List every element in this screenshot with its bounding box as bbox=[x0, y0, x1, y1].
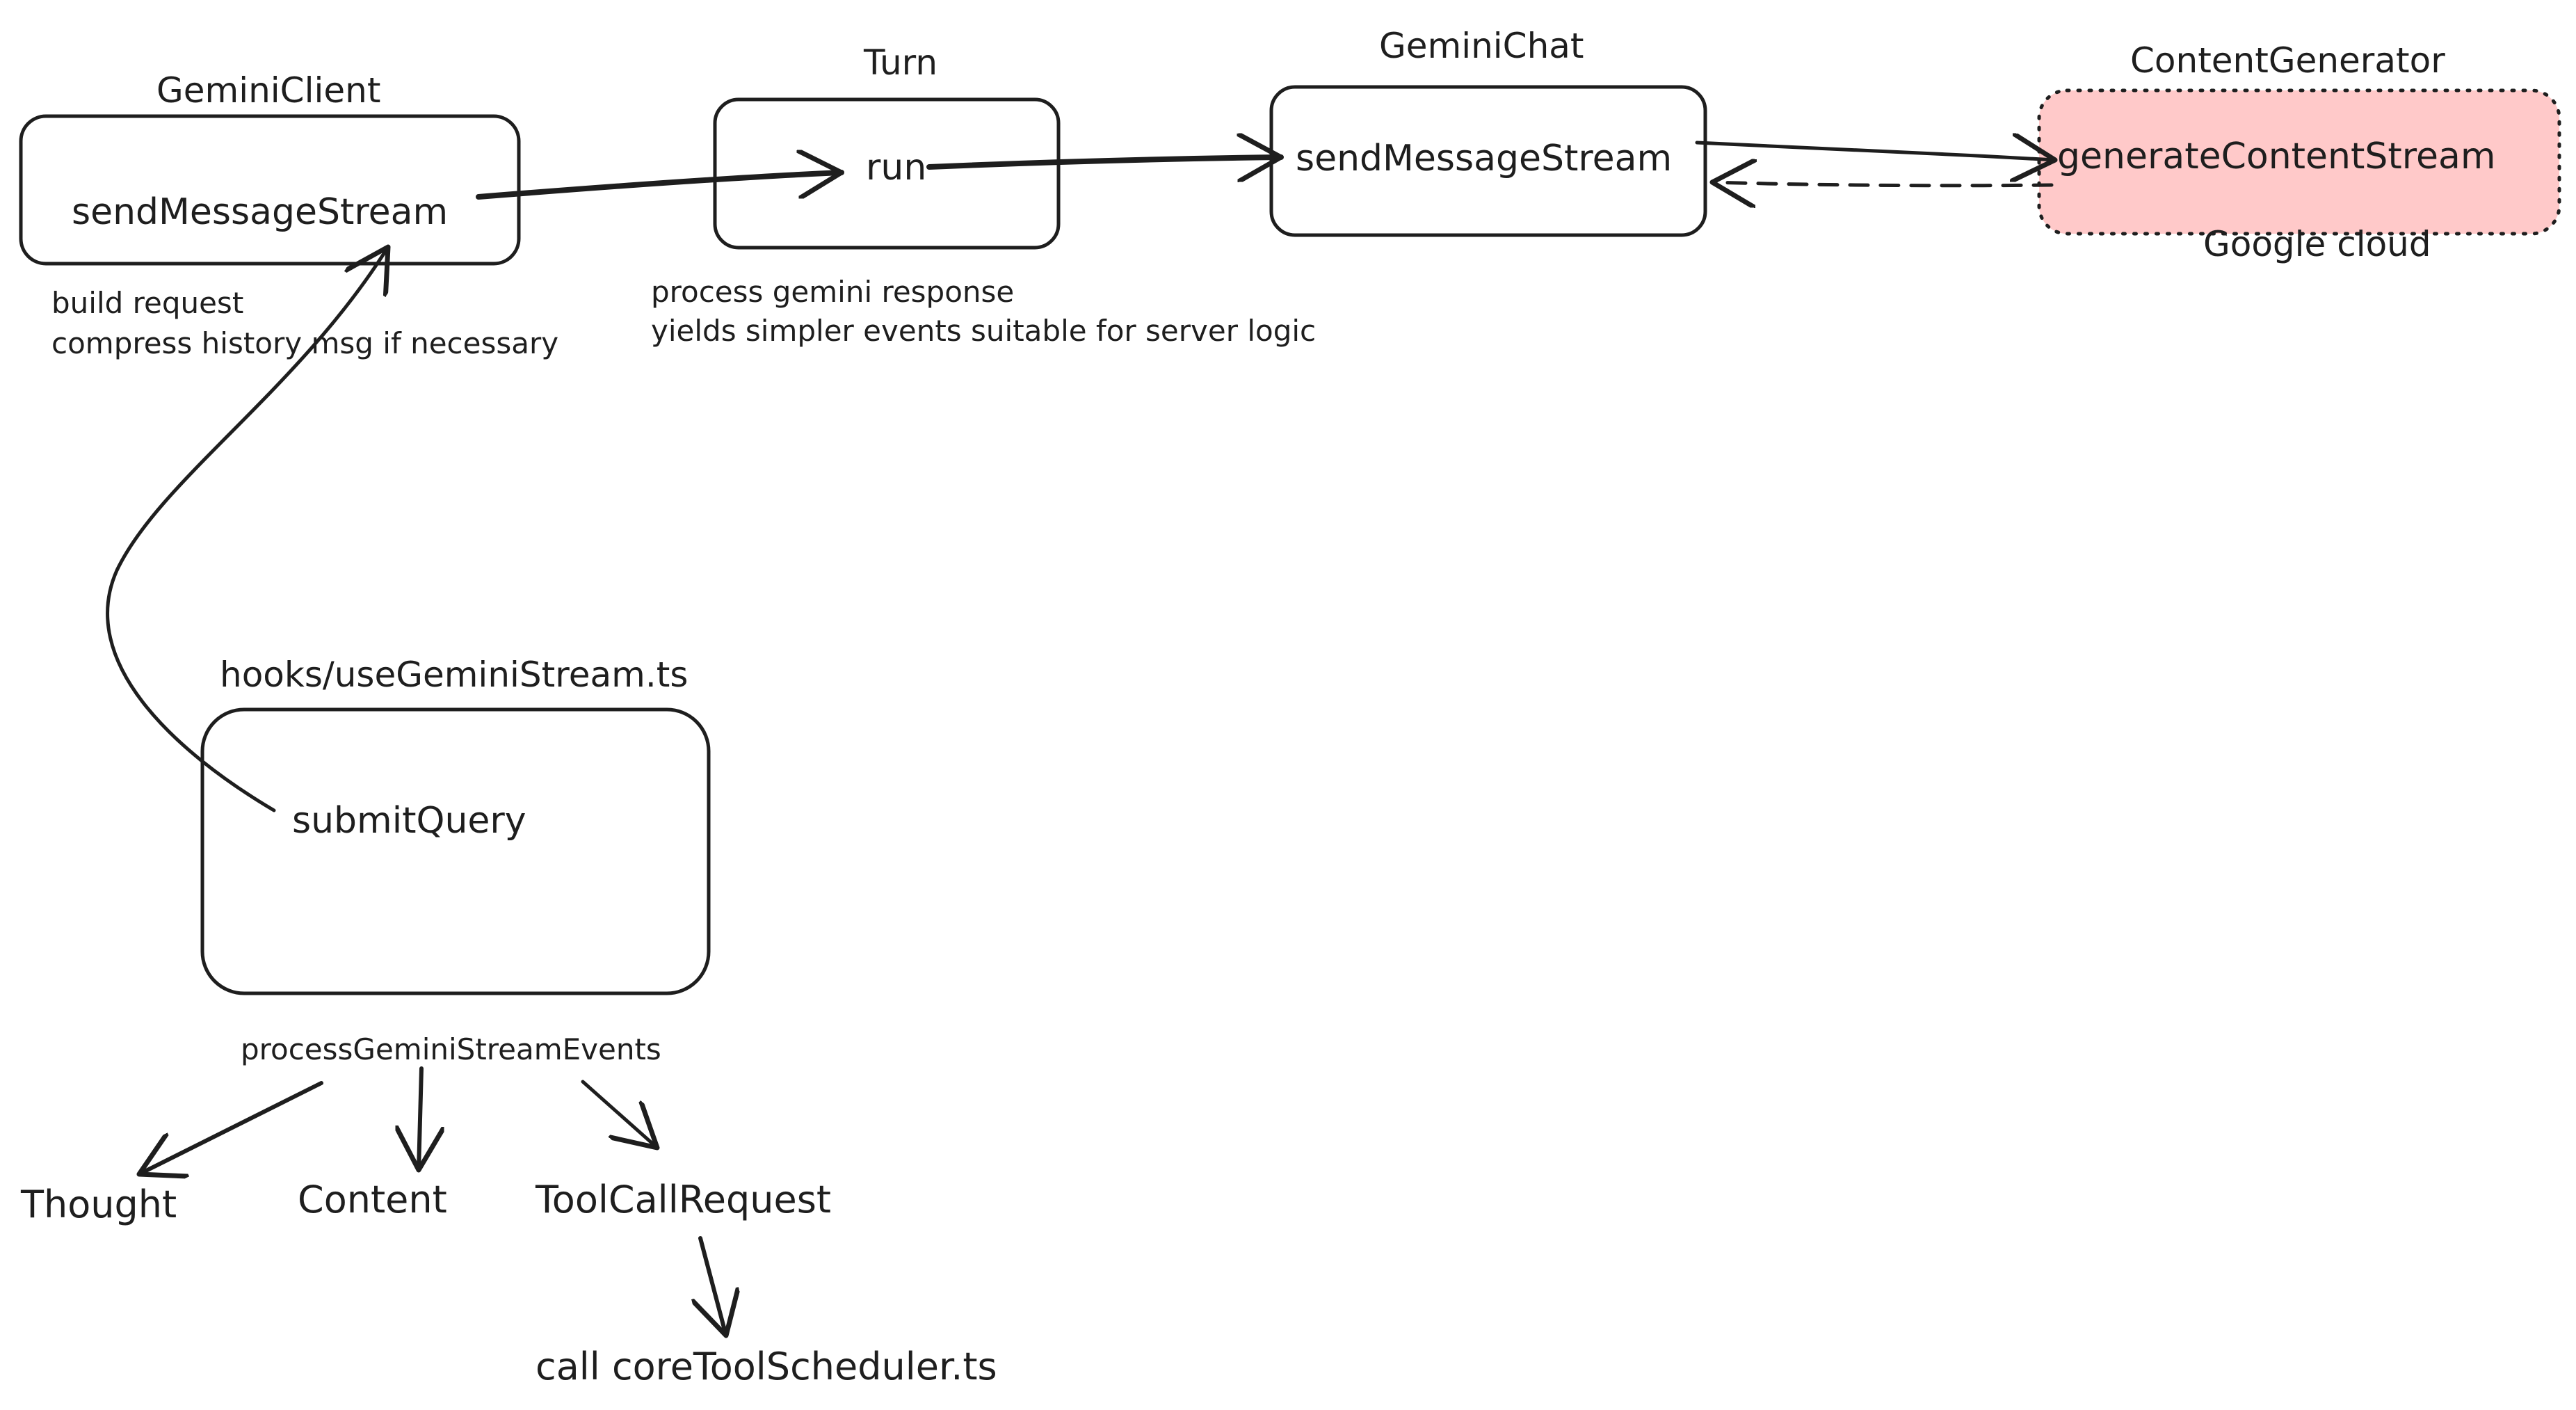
gemini-chat-node: GeminiChat sendMessageStream bbox=[1269, 26, 1707, 237]
event-thought: Thought bbox=[20, 1183, 177, 1226]
gemini-client-title: GeminiClient bbox=[156, 70, 380, 111]
hooks-box bbox=[200, 707, 711, 995]
arrow-client-to-turn bbox=[476, 173, 844, 200]
arrow-to-tool-call bbox=[581, 1080, 657, 1148]
arrow-chat-to-generator bbox=[1695, 143, 2055, 160]
turn-box bbox=[713, 97, 1061, 250]
turn-method[interactable]: run bbox=[866, 147, 926, 189]
turn-note-yields: yields simpler events suitable for serve… bbox=[651, 314, 1316, 348]
content-generator-node: ContentGenerator generateContentStream G… bbox=[2037, 40, 2561, 264]
tool-call-action: call coreToolScheduler.ts bbox=[536, 1345, 997, 1388]
arrow-to-thought bbox=[139, 1081, 323, 1174]
gemini-client-note-build: build request bbox=[51, 286, 243, 320]
arrow-generator-to-chat-dashed bbox=[1712, 182, 2054, 186]
google-cloud-caption: Google cloud bbox=[2203, 224, 2431, 264]
event-tool-call-request: ToolCallRequest bbox=[535, 1178, 831, 1221]
turn-node: Turn run process gemini response yields … bbox=[651, 42, 1316, 348]
process-events-label: processGeminiStreamEvents bbox=[241, 1032, 661, 1066]
gemini-client-method[interactable]: sendMessageStream bbox=[72, 191, 448, 233]
arrow-tool-call-to-scheduler bbox=[700, 1236, 726, 1336]
content-generator-title: ContentGenerator bbox=[2130, 40, 2445, 81]
gemini-client-box bbox=[19, 114, 521, 266]
turn-note-process: process gemini response bbox=[651, 275, 1014, 309]
hooks-title: hooks/useGeminiStream.ts bbox=[220, 655, 688, 695]
arrow-submit-to-client bbox=[106, 247, 388, 812]
content-generator-method[interactable]: generateContentStream bbox=[2057, 136, 2496, 177]
arrow-to-content bbox=[419, 1066, 421, 1170]
gemini-client-node: GeminiClient sendMessageStream build req… bbox=[19, 70, 558, 360]
turn-title: Turn bbox=[863, 42, 937, 83]
hooks-node: hooks/useGeminiStream.ts submitQuery pro… bbox=[200, 655, 711, 1066]
event-content: Content bbox=[298, 1178, 447, 1221]
gemini-chat-method[interactable]: sendMessageStream bbox=[1296, 138, 1672, 179]
hooks-method[interactable]: submitQuery bbox=[292, 800, 526, 842]
gemini-chat-title: GeminiChat bbox=[1379, 26, 1584, 66]
arrow-turn-to-chat bbox=[926, 157, 1284, 167]
